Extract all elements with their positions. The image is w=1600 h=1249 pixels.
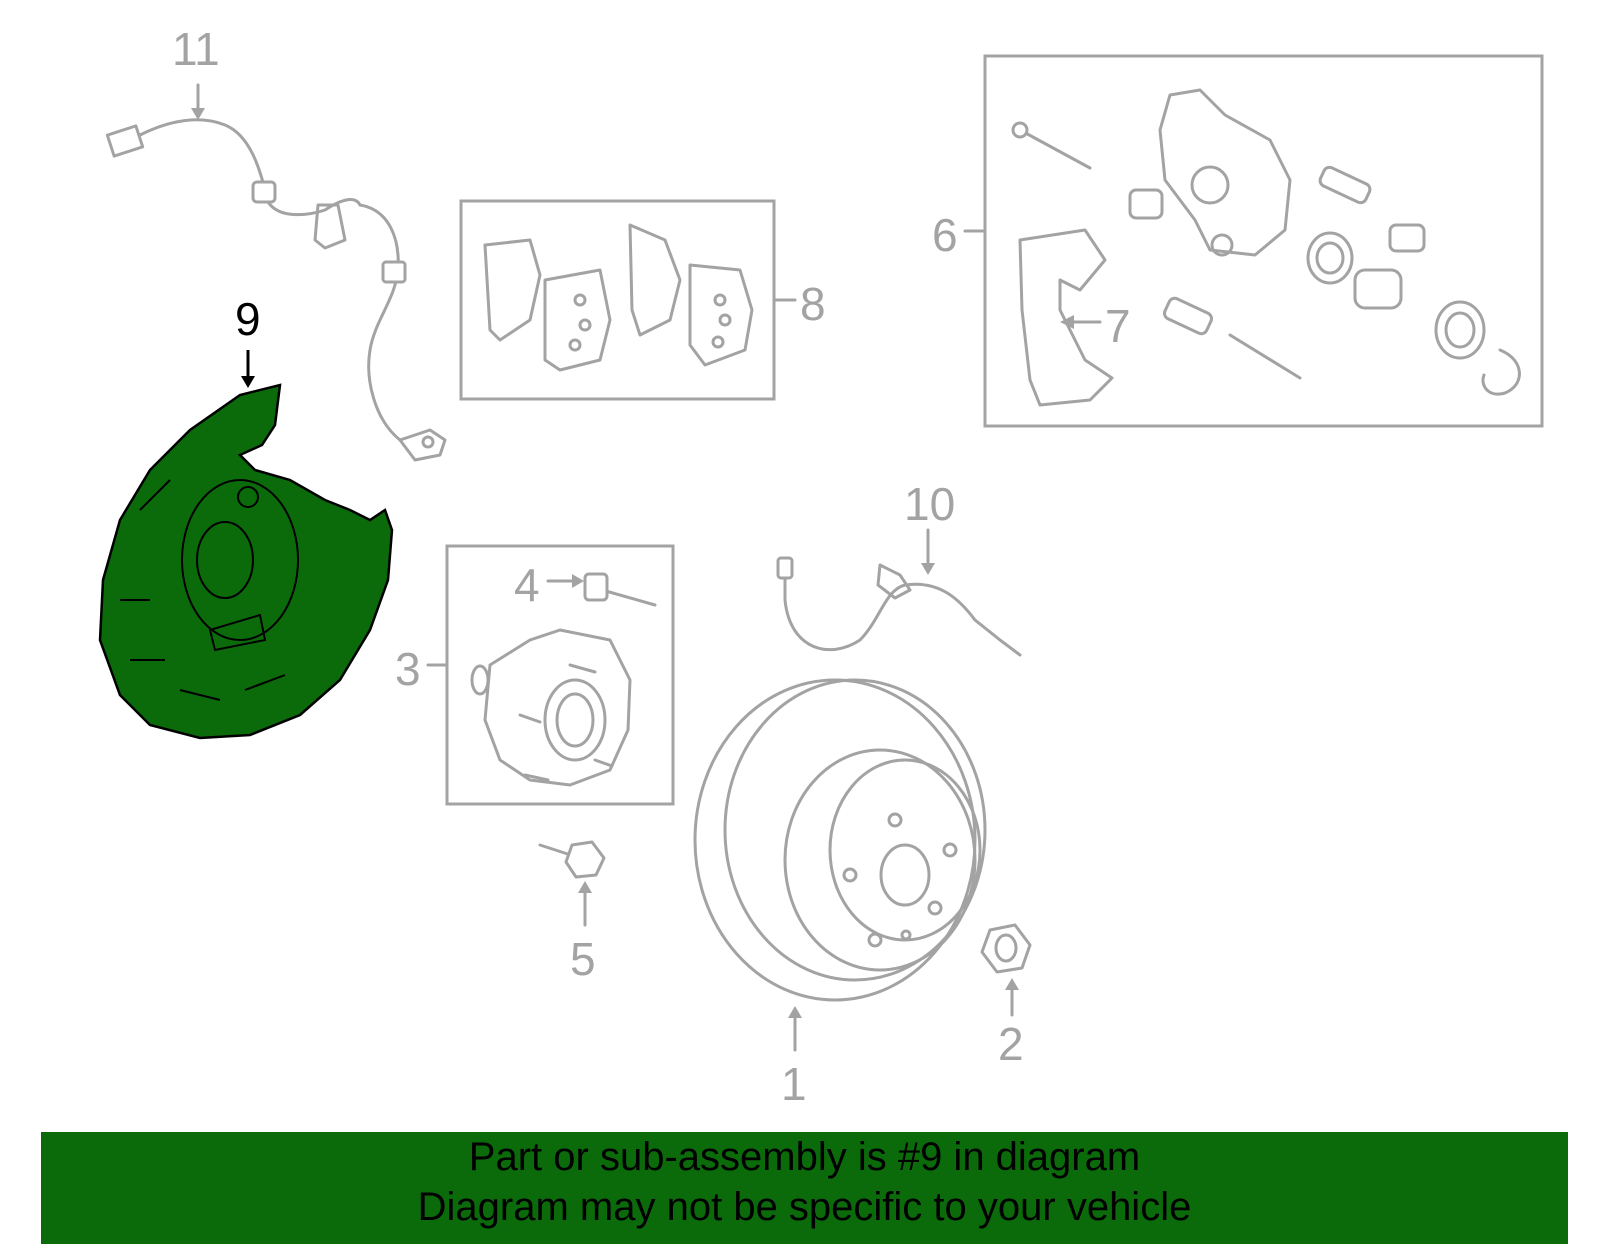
part-11-abs-sensor-wire[interactable]	[105, 118, 447, 462]
footer-line-2: Diagram may not be specific to your vehi…	[417, 1185, 1192, 1229]
callout-4: 4	[514, 559, 540, 611]
callout-10: 10	[904, 478, 955, 530]
callout-1: 1	[781, 1058, 807, 1110]
callout-5: 5	[570, 933, 596, 985]
callout-2: 2	[998, 1018, 1024, 1070]
part-8-brake-pad-kit[interactable]	[459, 199, 776, 401]
callout-9: 9	[235, 293, 261, 345]
part-6-caliper-assembly[interactable]	[983, 54, 1544, 428]
part-3-hub-bearing[interactable]	[445, 544, 675, 806]
footer-banner: Part or sub-assembly is #9 in diagram Di…	[41, 1132, 1568, 1244]
callout-3: 3	[395, 643, 421, 695]
callout-11: 11	[172, 23, 220, 75]
part-1-brake-rotor[interactable]	[693, 678, 987, 1002]
footer-line-1: Part or sub-assembly is #9 in diagram	[468, 1135, 1141, 1179]
callout-6: 6	[932, 209, 958, 261]
part-9-backing-plate[interactable]	[98, 383, 394, 740]
part-5-bolt[interactable]	[538, 840, 606, 879]
callout-8: 8	[800, 278, 826, 330]
part-4-hub-bolt[interactable]	[583, 572, 657, 607]
part-10-abs-sensor-wire[interactable]	[776, 556, 1022, 657]
callout-7: 7	[1105, 300, 1131, 352]
part-2-nut[interactable]	[980, 923, 1032, 974]
